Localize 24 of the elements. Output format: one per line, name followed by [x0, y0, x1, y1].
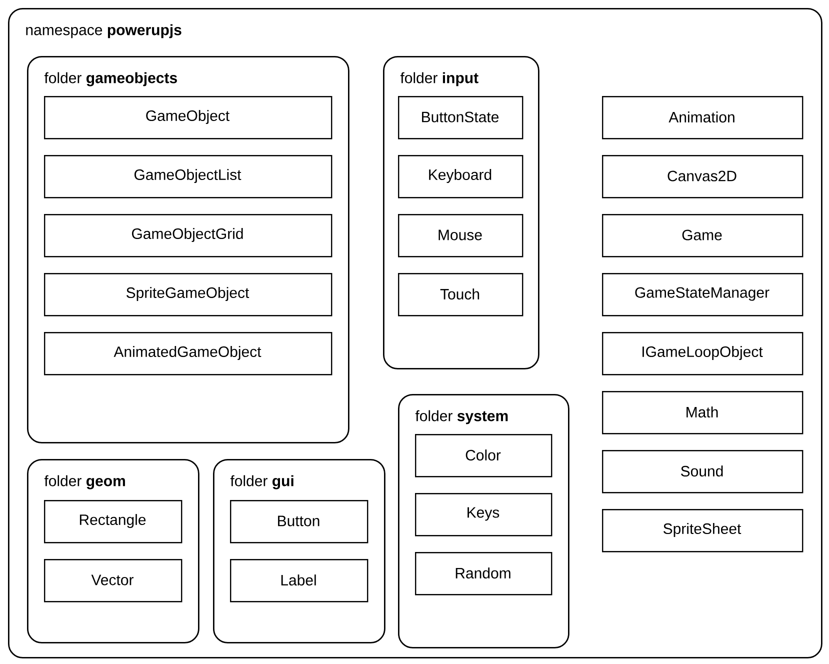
class-box: Rectangle	[44, 500, 182, 544]
class-box: Mouse	[398, 214, 524, 258]
class-box: IGameLoopObject	[602, 332, 804, 376]
class-box: Canvas2D	[602, 155, 804, 198]
class-box: Animation	[602, 96, 804, 140]
class-box: GameStateManager	[602, 273, 804, 316]
class-box: Vector	[44, 559, 182, 602]
class-box: Random	[415, 552, 552, 596]
class-box: Math	[602, 391, 804, 434]
class-box: Button	[230, 500, 368, 544]
class-box: Keyboard	[398, 155, 524, 198]
class-box: Game	[602, 214, 804, 258]
class-box: ButtonState	[398, 96, 524, 140]
class-box: Sound	[602, 450, 804, 494]
class-box: GameObjectGrid	[44, 214, 332, 258]
class-box: AnimatedGameObject	[44, 332, 332, 376]
class-box: GameObjectList	[44, 155, 332, 198]
class-box: SpriteGameObject	[44, 273, 332, 316]
class-box: GameObject	[44, 96, 332, 140]
class-box: Label	[230, 559, 368, 602]
class-box: Keys	[415, 493, 552, 536]
class-box: Color	[415, 434, 552, 478]
class-box: SpriteSheet	[602, 509, 804, 552]
class-box: Touch	[398, 273, 524, 316]
